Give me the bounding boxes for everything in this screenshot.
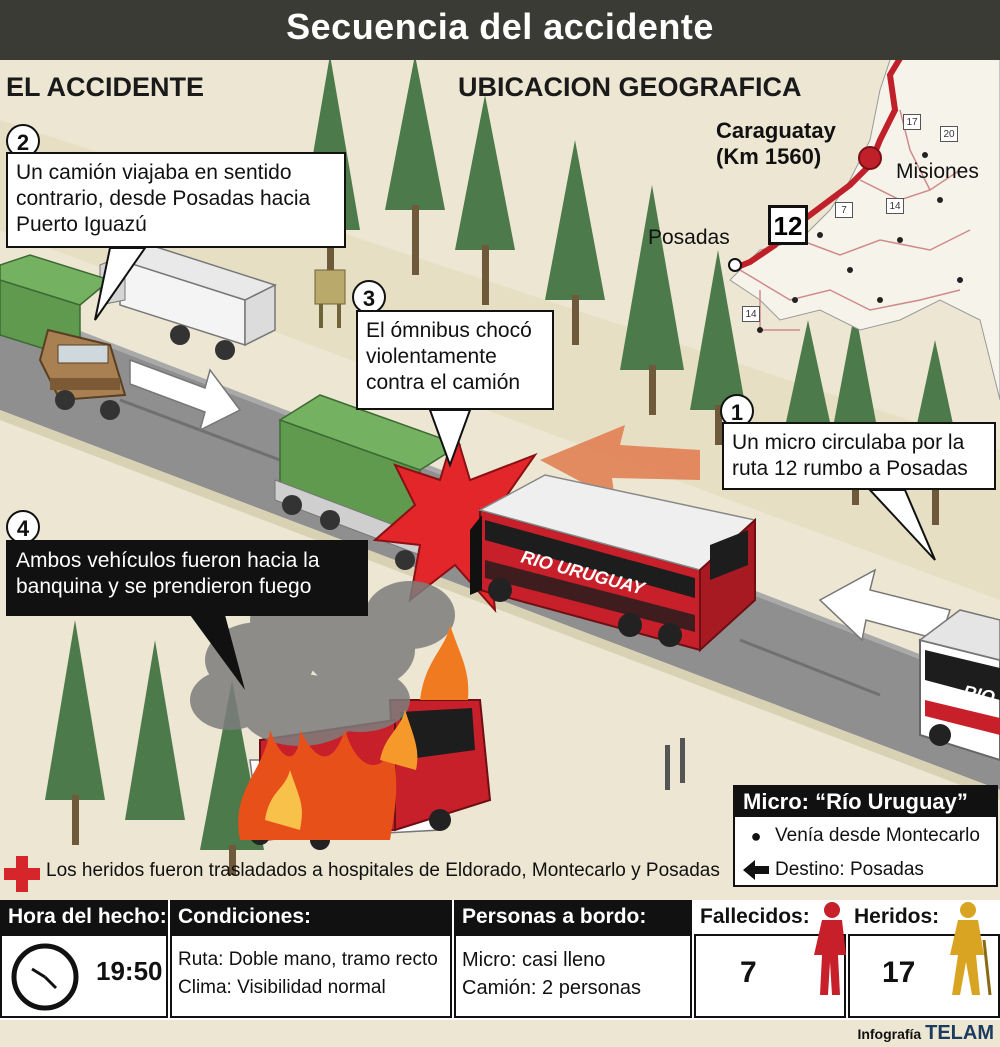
bus-legend: Micro: “Río Uruguay” ● Venía desde Monte…	[733, 785, 998, 887]
clock-icon	[11, 943, 79, 1011]
step-4-badge: 4	[6, 510, 40, 544]
tree	[620, 185, 684, 415]
step-2-callout: Un camión viajaba en sentido contrario, …	[6, 152, 346, 248]
time-label: Hora del hecho:	[0, 900, 168, 934]
map-city-label: Posadas	[648, 226, 730, 249]
time-box: 19:50	[0, 934, 168, 1018]
people-label: Personas a bordo:	[454, 900, 692, 934]
legend-origin-text: Venía desde Montecarlo	[775, 825, 980, 846]
route-shield-small: 17	[903, 114, 921, 130]
injured-value: 17	[882, 956, 916, 989]
route-shield-small: 14	[886, 198, 904, 214]
callout-pointers	[94, 247, 936, 561]
conditions-box: Ruta: Doble mano, tramo recto Clima: Vis…	[170, 934, 452, 1018]
stats-panel: Hora del hecho: 19:50 Condiciones: Ruta:…	[0, 900, 1000, 1020]
bus-main: RIO URUGUAY	[470, 474, 757, 653]
step-3-badge: 3	[352, 280, 386, 314]
dead-box: 7	[694, 934, 846, 1018]
conditions-weather: Clima: Visibilidad normal	[178, 977, 386, 998]
credit: Infografía TELAM	[857, 1022, 994, 1045]
section-geo-heading: UBICACION GEOGRAFICA	[458, 72, 802, 102]
legend-destination-text: Destino: Posadas	[775, 859, 924, 880]
map-place-label: Caraguatay (Km 1560)	[716, 118, 836, 170]
step-1-callout: Un micro circulaba por la ruta 12 rumbo …	[722, 422, 996, 490]
main-title: Secuencia del accidente	[286, 6, 714, 47]
people-truck: Camión: 2 personas	[462, 977, 641, 999]
map-place-line2: (Km 1560)	[716, 144, 822, 169]
title-bar: Secuencia del accidente	[0, 0, 1000, 60]
tree	[455, 95, 515, 305]
tree	[125, 640, 185, 820]
posadas-marker	[728, 258, 742, 272]
hospitals-footnote: Los heridos fueron trasladados a hospita…	[46, 860, 720, 881]
arrow-left-icon	[741, 853, 771, 887]
collision-star	[372, 426, 548, 613]
dead-value: 7	[740, 956, 757, 989]
map-province-label: Misiones	[896, 160, 979, 183]
tree	[45, 620, 105, 845]
dead-label: Fallecidos:	[700, 905, 810, 928]
red-cross-icon	[4, 856, 40, 892]
accident-location-marker	[858, 146, 882, 170]
route-shield-small: 14	[742, 306, 760, 322]
arrow-bus-direction-1	[540, 425, 700, 500]
tree	[690, 250, 746, 445]
dead-person-icon	[814, 902, 846, 995]
section-accident-heading: EL ACCIDENTE	[6, 72, 205, 102]
province-map	[728, 0, 1000, 401]
injured-person-icon	[950, 902, 992, 996]
route-12-shield: 12	[768, 205, 808, 245]
step-4-callout: Ambos vehículos fueron hacia la banquina…	[6, 540, 368, 616]
dot-icon: ●	[750, 826, 762, 846]
road-sign	[314, 269, 346, 328]
step-3-callout: El ómnibus chocó violentamente contra el…	[356, 310, 554, 410]
road-post	[665, 738, 685, 790]
route-shield-small: 20	[940, 126, 958, 142]
route-shield-small: 7	[835, 202, 853, 218]
bus-approaching: RIO	[918, 609, 1000, 762]
legend-destination-row: Destino: Posadas	[735, 853, 996, 887]
injured-label: Heridos:	[854, 905, 940, 928]
time-value: 19:50	[96, 956, 163, 986]
tree	[780, 320, 836, 450]
tree	[385, 55, 445, 275]
direction-arrows	[129, 358, 951, 642]
burning-bus	[190, 580, 492, 850]
arrow-truck-direction	[129, 358, 242, 432]
credit-brand: TELAM	[925, 1022, 994, 1044]
credit-prefix: Infografía	[857, 1026, 922, 1042]
legend-origin-row: ● Venía desde Montecarlo	[735, 819, 996, 853]
map-place-line1: Caraguatay	[716, 118, 836, 143]
callout-pointer-dark	[190, 615, 245, 690]
fire	[238, 625, 469, 840]
conditions-road: Ruta: Doble mano, tramo recto	[178, 949, 438, 970]
legend-title: Micro: “Río Uruguay”	[735, 787, 996, 817]
truck-step2	[0, 254, 127, 420]
people-box: Micro: casi lleno Camión: 2 personas	[454, 934, 692, 1018]
conditions-label: Condiciones:	[170, 900, 452, 934]
people-bus: Micro: casi lleno	[462, 949, 606, 971]
tree	[545, 140, 605, 345]
